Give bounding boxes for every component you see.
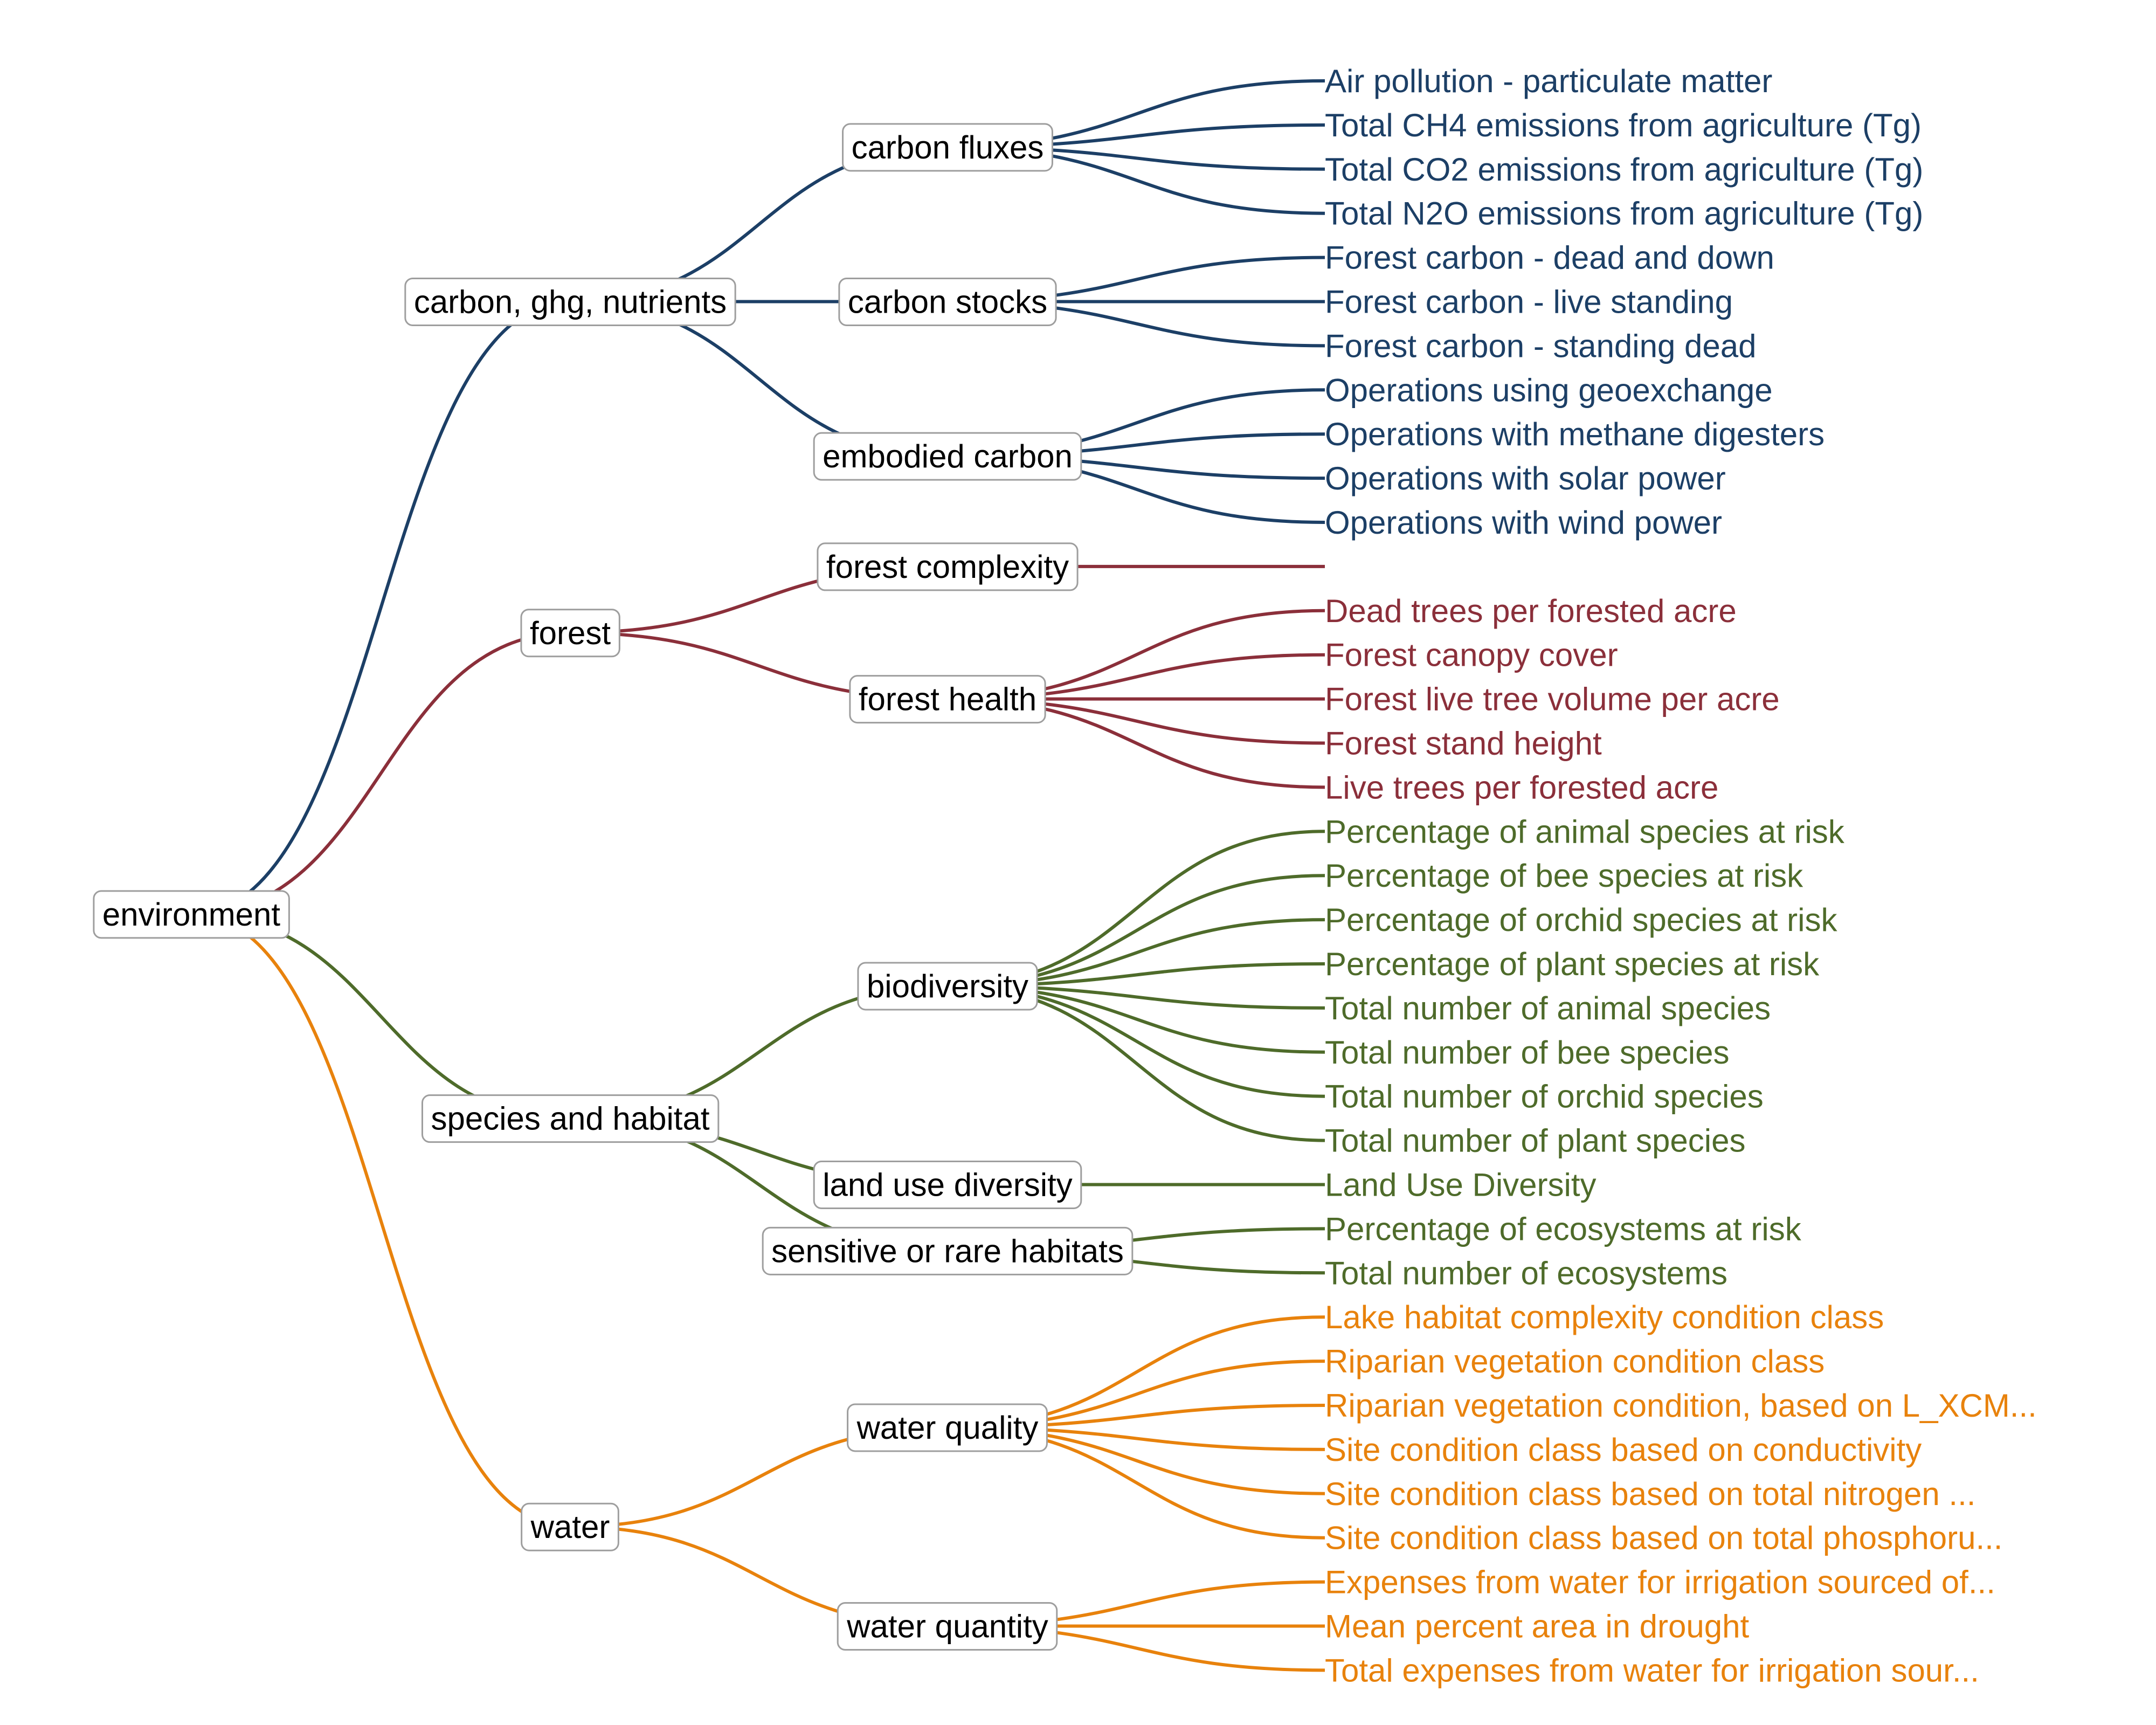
leaf-indicator[interactable]: Total number of animal species [1325, 990, 1771, 1026]
domain-node-carbon-ghg-nutrients[interactable]: carbon, ghg, nutrients [404, 278, 736, 326]
leaf-indicator[interactable]: Air pollution - particulate matter [1325, 63, 1772, 99]
subdomain-node-land-use-diversity[interactable]: land use diversity [813, 1161, 1082, 1209]
leaf-indicator[interactable]: Live trees per forested acre [1325, 769, 1718, 805]
subdomain-node-water-quantity[interactable]: water quantity [837, 1602, 1058, 1651]
subdomain-node-sensitive-or-rare-habitats-label: sensitive or rare habitats [771, 1233, 1124, 1269]
leaf-indicator[interactable]: Forest live tree volume per acre [1325, 681, 1780, 717]
root-node-environment[interactable]: environment [93, 890, 290, 939]
subdomain-node-carbon-fluxes-label: carbon fluxes [852, 129, 1044, 165]
leaf-indicator[interactable]: Operations with wind power [1325, 505, 1722, 541]
leaf-indicator[interactable]: Site condition class based on total phos… [1325, 1520, 2002, 1556]
leaf-indicator[interactable]: Total number of ecosystems [1325, 1255, 1727, 1291]
subdomain-node-carbon-fluxes-box [842, 123, 1053, 172]
subdomain-node-sensitive-or-rare-habitats[interactable]: sensitive or rare habitats [762, 1226, 1134, 1275]
leaf-indicator[interactable]: Forest stand height [1325, 726, 1602, 762]
domain-node-species-and-habitat[interactable]: species and habitat [421, 1094, 720, 1143]
domain-node-species-and-habitat-box [421, 1094, 720, 1143]
leaf-indicator[interactable]: Mean percent area in drought [1325, 1609, 1750, 1645]
leaf-indicator[interactable]: Riparian vegetation condition class [1325, 1343, 1825, 1379]
leaf-indicator[interactable]: Lake habitat complexity condition class [1325, 1299, 1884, 1335]
domain-node-species-and-habitat-label: species and habitat [431, 1101, 709, 1137]
leaf-indicator[interactable]: Percentage of bee species at risk [1325, 858, 1803, 894]
subdomain-node-forest-complexity[interactable]: forest complexity [817, 542, 1079, 591]
subdomain-node-carbon-stocks-label: carbon stocks [848, 284, 1047, 320]
leaf-indicator[interactable]: Percentage of orchid species at risk [1325, 902, 1837, 938]
subdomain-node-forest-health-label: forest health [859, 681, 1036, 717]
leaf-indicator[interactable]: Dead trees per forested acre [1325, 593, 1737, 629]
leaf-indicator[interactable]: Total number of bee species [1325, 1034, 1729, 1071]
subdomain-node-biodiversity-box [857, 962, 1038, 1011]
leaf-indicator[interactable]: Total expenses from water for irrigation… [1325, 1652, 1979, 1688]
leaf-indicator[interactable]: Total number of orchid species [1325, 1079, 1764, 1115]
leaf-indicator[interactable]: Operations using geoexchange [1325, 372, 1773, 408]
subdomain-node-water-quality-label: water quality [856, 1410, 1039, 1446]
link-layer [191, 79, 1325, 1672]
subdomain-node-forest-complexity-label: forest complexity [826, 549, 1069, 585]
leaf-indicator[interactable]: Expenses from water for irrigation sourc… [1325, 1564, 1995, 1600]
subdomain-node-carbon-stocks-box [838, 278, 1057, 326]
node-layer: carbon fluxes carbon stocks embodied carbo… [93, 123, 1134, 1651]
leaf-indicator[interactable]: Forest canopy cover [1325, 637, 1618, 673]
domain-node-carbon-ghg-nutrients-box [404, 278, 736, 326]
leaf-indicator[interactable]: Percentage of ecosystems at risk [1325, 1211, 1802, 1247]
leaf-indicator[interactable]: Percentage of plant species at risk [1325, 946, 1820, 982]
subdomain-node-forest-health[interactable]: forest health [849, 675, 1046, 724]
link-root-to-water [191, 912, 571, 1529]
subdomain-node-water-quantity-box [837, 1602, 1058, 1651]
subdomain-node-embodied-carbon-box [813, 432, 1082, 481]
domain-node-water-box [521, 1502, 619, 1551]
leaf-indicator[interactable]: Land Use Diversity [1325, 1167, 1597, 1203]
domain-node-water-label: water [530, 1509, 610, 1545]
leaf-indicator[interactable]: Forest carbon - live standing [1325, 284, 1733, 320]
leaf-indicator[interactable]: Riparian vegetation condition, based on … [1325, 1388, 2037, 1424]
subdomain-node-land-use-diversity-box [813, 1161, 1082, 1209]
link-root-to-forest [191, 631, 571, 916]
leaf-layer: Air pollution - particulate matterTotal … [1325, 63, 2037, 1688]
subdomain-node-sensitive-or-rare-habitats-box [762, 1226, 1134, 1275]
domain-node-water[interactable]: water [521, 1502, 619, 1551]
domain-node-forest-box [520, 609, 620, 658]
leaf-indicator[interactable]: Operations with methane digesters [1325, 416, 1825, 452]
leaf-indicator[interactable]: Site condition class based on total nitr… [1325, 1476, 1975, 1512]
subdomain-node-embodied-carbon-label: embodied carbon [823, 438, 1073, 474]
leaf-indicator[interactable]: Total number of plant species [1325, 1123, 1745, 1159]
link-root-to-species-and-habitat [191, 912, 571, 1120]
leaf-indicator[interactable]: Forest carbon - dead and down [1325, 240, 1774, 276]
subdomain-node-biodiversity[interactable]: biodiversity [857, 962, 1038, 1011]
subdomain-node-water-quality-box [847, 1403, 1048, 1452]
leaf-indicator[interactable]: Percentage of animal species at risk [1325, 813, 1845, 850]
subdomain-node-water-quantity-label: water quantity [846, 1609, 1048, 1645]
root-node-environment-label: environment [102, 896, 281, 933]
leaf-indicator[interactable]: Forest carbon - standing dead [1325, 328, 1756, 364]
leaf-indicator[interactable]: Total CH4 emissions from agriculture (Tg… [1325, 107, 1922, 143]
subdomain-node-carbon-fluxes[interactable]: carbon fluxes [842, 123, 1053, 172]
root-node-environment-box [93, 890, 290, 939]
subdomain-node-embodied-carbon[interactable]: embodied carbon [813, 432, 1082, 481]
domain-node-forest[interactable]: forest [520, 609, 620, 658]
subdomain-node-land-use-diversity-label: land use diversity [823, 1167, 1073, 1203]
domain-node-carbon-ghg-nutrients-label: carbon, ghg, nutrients [414, 284, 727, 320]
subdomain-node-forest-health-box [849, 675, 1046, 724]
link-root-to-carbon-ghg-nutrients [191, 300, 571, 916]
subdomain-node-water-quality[interactable]: water quality [847, 1403, 1048, 1452]
leaf-indicator[interactable]: Site condition class based on conductivi… [1325, 1432, 1922, 1468]
domain-node-forest-label: forest [530, 615, 611, 651]
leaf-indicator[interactable]: Operations with solar power [1325, 460, 1726, 496]
subdomain-node-forest-complexity-box [817, 542, 1079, 591]
subdomain-node-biodiversity-label: biodiversity [867, 968, 1028, 1004]
subdomain-node-carbon-stocks[interactable]: carbon stocks [838, 278, 1057, 326]
leaf-indicator[interactable]: Total N2O emissions from agriculture (Tg… [1325, 196, 1923, 232]
leaf-indicator[interactable]: Total CO2 emissions from agriculture (Tg… [1325, 151, 1923, 188]
